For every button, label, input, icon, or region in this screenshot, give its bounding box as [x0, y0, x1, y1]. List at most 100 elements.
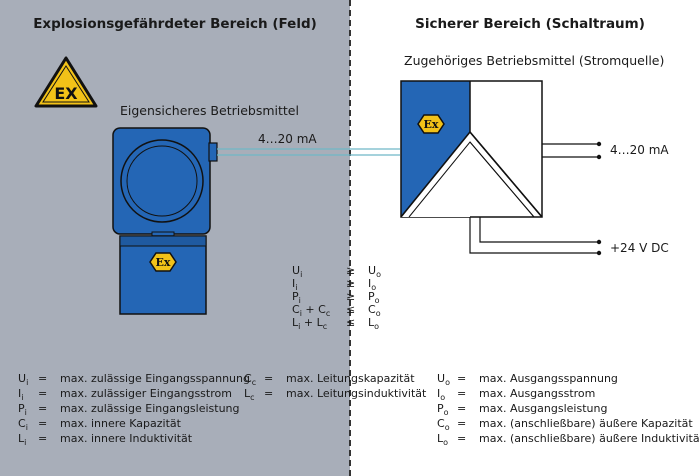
legend-input-symbol-sub: i	[25, 423, 28, 433]
legend-input-row: Ui=max. zulässige Eingangsspannung	[18, 371, 250, 387]
loop-signal-label: 4…20 mA	[258, 132, 317, 146]
condition-right-sub: o	[374, 296, 380, 306]
legend-output-row: Uo = max. Ausgangsspannung	[437, 371, 700, 387]
condition-row: Ci + Cc ≤ Co	[292, 303, 381, 318]
legend-input-text: max. zulässige Eingangsleistung	[60, 402, 240, 415]
condition-right: Lo	[368, 316, 380, 332]
legend-output-symbol: Po	[437, 402, 449, 418]
condition-right: Io	[368, 277, 377, 293]
condition-operator: ≥	[346, 290, 356, 303]
condition-operator: ≥	[346, 277, 356, 290]
condition-row: Ui ≥ Uo	[292, 264, 381, 279]
legend-output-row: Po=max. Ausgangsleistung	[437, 401, 700, 417]
legend-input-equals: =	[38, 417, 48, 430]
legend-input-equals: =	[38, 402, 48, 415]
legend-output-symbol-sub: o	[444, 423, 450, 433]
legend-input-equals: =	[38, 387, 48, 400]
legend-input-text: max. zulässiger Eingangsstrom	[60, 387, 232, 400]
legend-input-equals: =	[38, 432, 48, 445]
condition-operator: ≤	[346, 316, 356, 329]
ex-mark-text: Ex	[156, 256, 171, 269]
legend-cable-text: max. Leitungsinduktivität	[286, 387, 427, 400]
legend-cable-symbol-sub: c	[251, 378, 257, 388]
condition-row: Ii ≥ Io	[292, 277, 376, 292]
legend-input-text: max. zulässige Eingangsspannung	[60, 372, 250, 385]
svg-text:Ex: Ex	[424, 118, 439, 131]
condition-row: Li + Lc ≤ Lo	[292, 316, 379, 331]
safe-area-title: Sicherer Bereich (Schaltraum)	[415, 16, 645, 32]
legend-output-symbol-sub: o	[443, 438, 449, 448]
condition-left-sub: i	[300, 270, 303, 280]
hazardous-area-title: Explosionsgefährdeter Bereich (Feld)	[33, 16, 317, 32]
legend-input-symbol: Ui	[18, 372, 29, 388]
legend-cable-symbol: Lc	[244, 387, 255, 403]
safe-area	[350, 0, 700, 476]
ex-warning-icon: EX	[34, 56, 98, 108]
supply-label: +24 V DC	[610, 241, 669, 255]
condition-left-sub: i	[298, 296, 301, 306]
legend-cable-row: Lc = max. Leitungsinduktivität	[244, 386, 427, 402]
legend-output-text: max. (anschließbare) äußere Kapazität	[479, 417, 693, 430]
ex-warning-text: EX	[54, 84, 78, 103]
legend-output-text: max. Ausgangsspannung	[479, 372, 618, 385]
supply-terminals	[469, 217, 602, 256]
legend-input-symbol-sub: i	[21, 393, 24, 403]
legend-output-symbol-sub: o	[440, 393, 446, 403]
condition-right-sub: o	[371, 283, 377, 293]
legend-input-row: Pi = max. zulässige Eingangsleistung	[18, 401, 250, 417]
legend-output-equals: =	[457, 372, 467, 385]
legend-output-equals: =	[457, 387, 467, 400]
condition-left: Ii	[292, 277, 298, 293]
legend-cable-row: Cc=max. Leitungskapazität	[244, 371, 426, 388]
legend-cable-equals: =	[264, 372, 274, 385]
legend-output-symbol-sub: o	[445, 378, 450, 388]
legend-output-row: Co = max. (anschließbare) äußere Kapazität	[437, 416, 700, 432]
condition-left-sub: i	[295, 283, 298, 293]
legend-cable-text: max. Leitungskapazität	[286, 372, 415, 385]
legend-output-text: max. (anschließbare) äußere Induktivität	[479, 432, 700, 445]
condition-left: Ci + Cc	[292, 303, 331, 319]
condition-left: Ui	[292, 264, 303, 280]
legend-output-symbol-sub: o	[443, 408, 449, 418]
ex-mark-icon: Ex	[149, 252, 177, 272]
legend-output-symbol: Io	[437, 387, 446, 403]
legend-cable-symbol-sub: c	[250, 393, 255, 403]
legend-output-symbol: Co	[437, 417, 450, 433]
legend-output-equals: =	[457, 417, 467, 430]
legend-input-symbol: Pi	[18, 402, 27, 418]
condition-right: Po	[368, 290, 380, 306]
condition-left-sub: i	[299, 309, 302, 319]
output-terminals	[542, 141, 602, 160]
condition-operator: ≥	[346, 264, 356, 277]
legend-input-symbol: Li	[18, 432, 27, 448]
condition-row: Pi ≥ Po	[292, 290, 380, 305]
legend-output-row: Io = max. Ausgangsstrom	[437, 386, 700, 402]
condition-right: Uo	[368, 264, 381, 280]
legend-cable-equals: =	[264, 387, 274, 400]
condition-left2-sub: c	[322, 322, 328, 332]
condition-left2-sub: c	[325, 309, 331, 319]
ex-mark-icon-source: Ex	[417, 114, 445, 134]
legend-output-text: max. Ausgangsstrom	[479, 387, 596, 400]
condition-left: Pi	[292, 290, 301, 306]
condition-right: Co	[368, 303, 381, 319]
condition-right-sub: o	[375, 309, 381, 319]
power-source: Ex	[400, 80, 543, 218]
legend-output-row: Lo=max. (anschließbare) äußere Induktivi…	[437, 431, 700, 447]
legend-output-symbol: Lo	[437, 432, 449, 448]
condition-left: Li + Lc	[292, 316, 328, 332]
condition-operator: ≤	[346, 303, 356, 316]
legend-input-text: max. innere Kapazität	[60, 417, 181, 430]
condition-right-sub: o	[376, 270, 381, 280]
legend-input-symbol: Ci	[18, 417, 28, 433]
legend-output-symbol: Uo	[437, 372, 450, 388]
zone-divider	[349, 0, 351, 476]
condition-left-sub: i	[298, 322, 301, 332]
output-signal-label: 4…20 mA	[610, 143, 669, 157]
legend-input-symbol-sub: i	[26, 378, 29, 388]
